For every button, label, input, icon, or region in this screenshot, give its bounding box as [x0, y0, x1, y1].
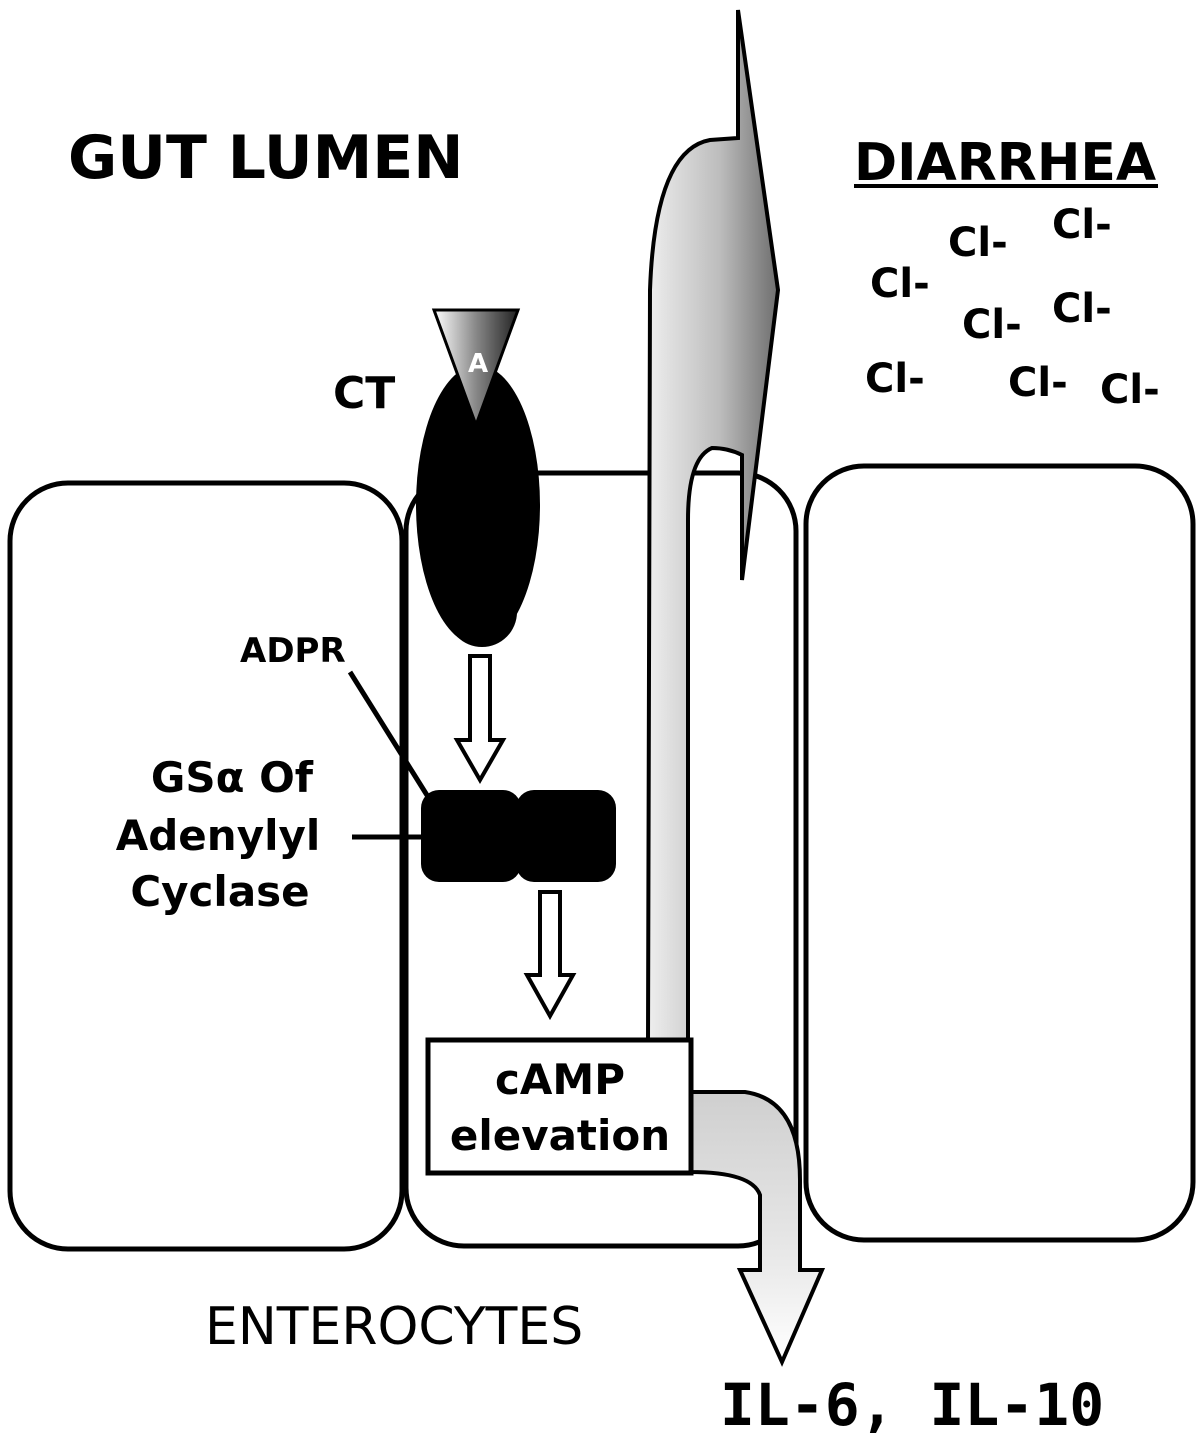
gs-alpha-label-line3: Cyclase [130, 867, 309, 916]
a-subunit-label: A [468, 349, 488, 379]
gut-lumen-label: GUT LUMEN [68, 123, 464, 193]
interleukins-label: IL-6, IL-10 [720, 1371, 1104, 1439]
gs-alpha-label-line1: GSα Of [151, 753, 314, 802]
gs-alpha-label-line2: Adenylyl [116, 811, 321, 860]
ct-b-subunit-lobe [447, 577, 517, 647]
gs-alpha-block-left [421, 790, 521, 882]
chloride-ion: Cl- [1008, 360, 1068, 406]
camp-label-line2: elevation [450, 1111, 670, 1160]
gs-alpha-block-right [516, 790, 616, 882]
enterocytes-label: ENTEROCYTES [205, 1297, 583, 1357]
camp-label-line1: cAMP [495, 1055, 625, 1104]
chloride-ion: Cl- [962, 302, 1022, 348]
chloride-ion: Cl- [1052, 202, 1112, 248]
chloride-ion: Cl- [865, 356, 925, 402]
chloride-ion: Cl- [1100, 367, 1160, 413]
adpr-label: ADPR [240, 631, 346, 671]
ct-label: CT [333, 368, 395, 419]
chloride-ion: Cl- [948, 220, 1008, 266]
enterocyte-cell-left [10, 483, 402, 1249]
chloride-ion: Cl- [1052, 286, 1112, 332]
chloride-ion: Cl- [870, 261, 930, 307]
enterocyte-cell-right [806, 466, 1193, 1240]
